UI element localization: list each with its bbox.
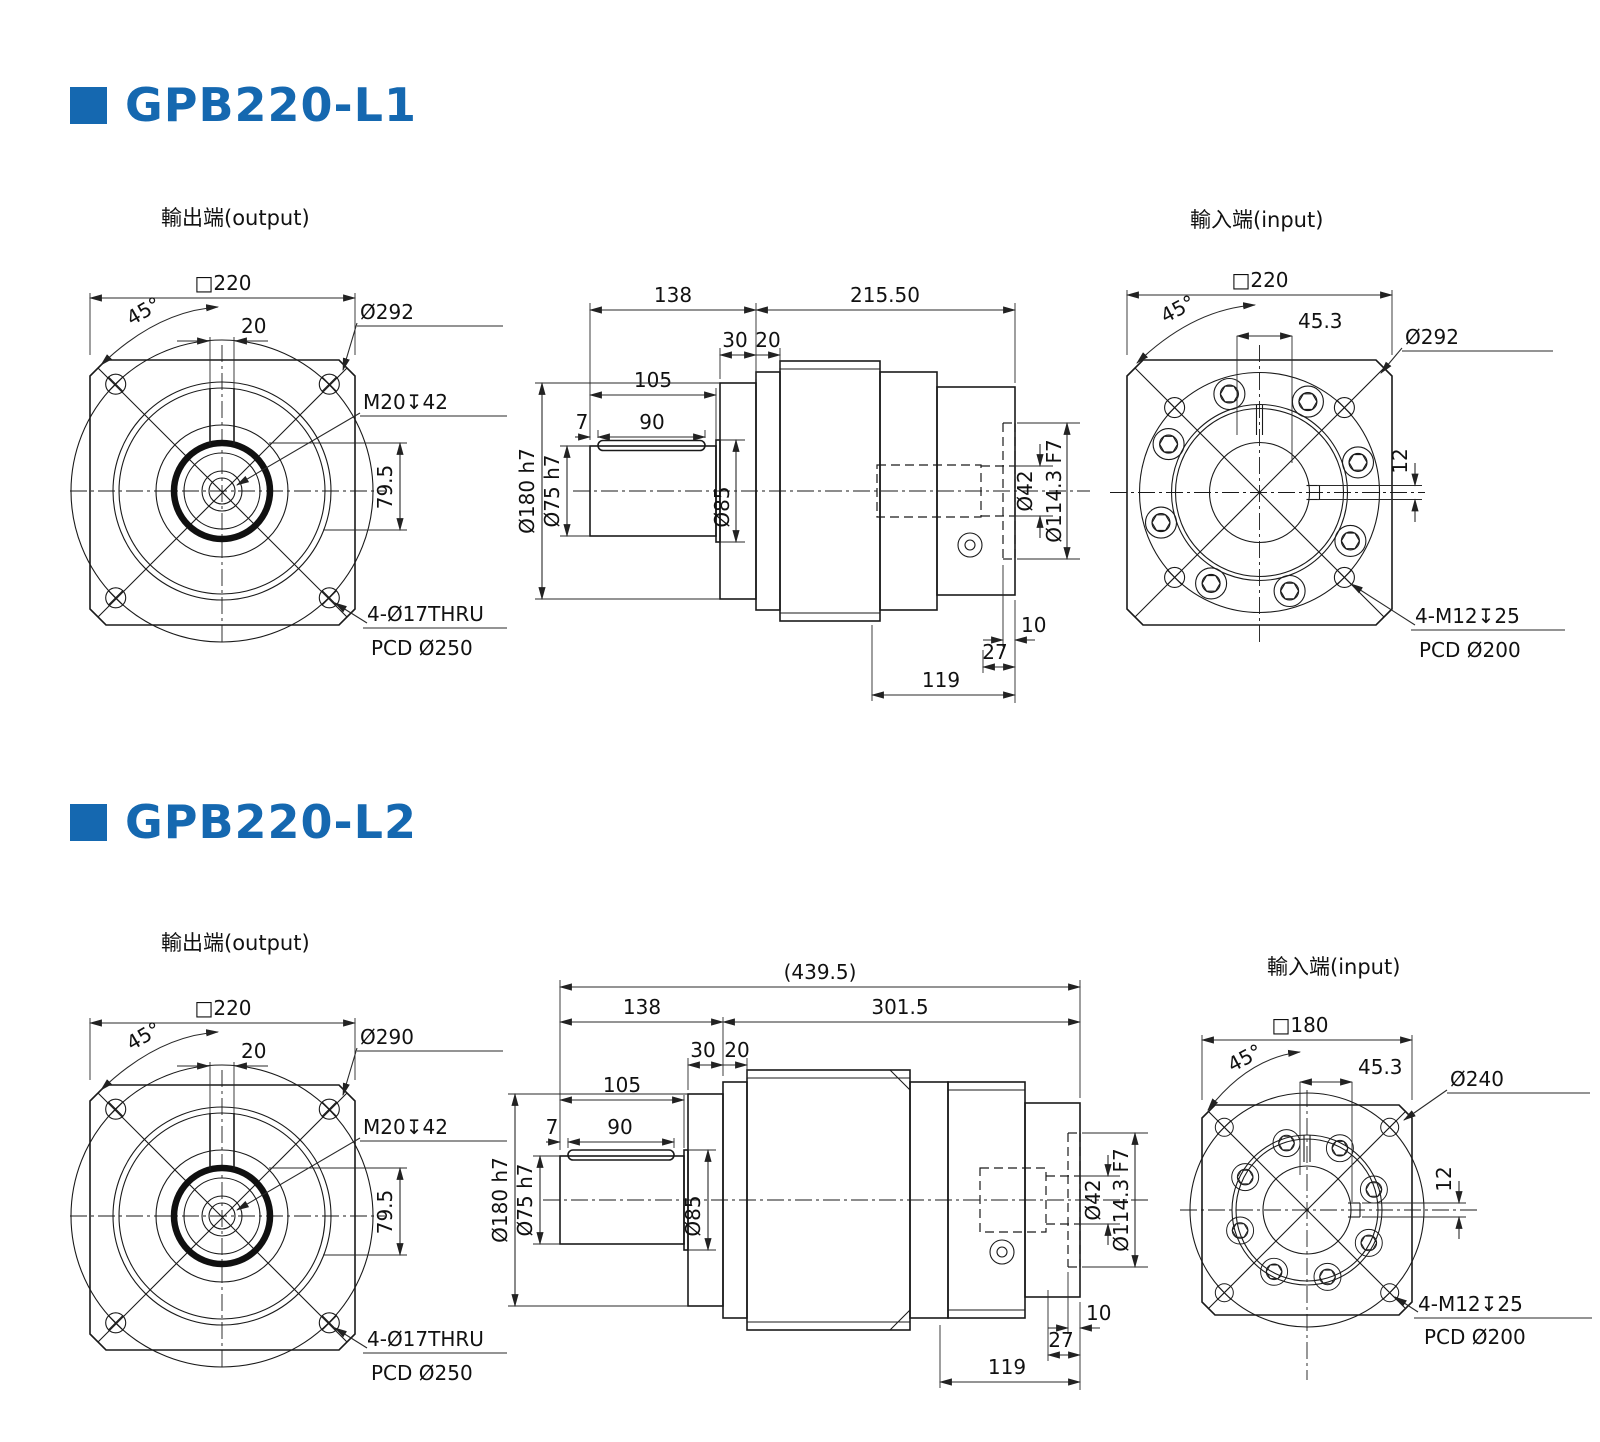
tap-hole-icon <box>1164 397 1186 419</box>
dim-center-tap: M20↧42 <box>363 1115 448 1139</box>
dim-flange-dia: Ø292 <box>360 300 414 324</box>
dim-front-length: 138 <box>623 995 661 1019</box>
dim-flange-dia: Ø292 <box>1405 325 1459 349</box>
dim-front-length: 138 <box>654 283 692 307</box>
dim-shaft-dia: Ø75 h7 <box>540 455 564 528</box>
dim-square: □220 <box>194 271 251 295</box>
view-label-output: 輸出端(output) <box>161 931 310 955</box>
view-label-output: 輸出端(output) <box>161 206 310 230</box>
dim-pcd: PCD Ø200 <box>1424 1325 1526 1349</box>
tap-hole-icon <box>1214 1283 1234 1303</box>
dim-key-offset: 7 <box>576 410 589 434</box>
tap-hole-icon <box>1164 566 1186 588</box>
dim-27: 27 <box>982 640 1007 664</box>
cap-screw-icon <box>1272 1129 1301 1158</box>
dim-center-tap: M20↧42 <box>363 390 448 414</box>
dim-overall-length: (439.5) <box>784 960 857 984</box>
dim-flange-dia: Ø290 <box>360 1025 414 1049</box>
dim-height: 79.5 <box>373 1190 397 1235</box>
dim-pcd: PCD Ø250 <box>371 1361 473 1385</box>
dim-key-height: 12 <box>1388 448 1412 473</box>
view-label-input: 輸入端(input) <box>1267 955 1400 979</box>
l1-input-view: 輸入端(input) □220 45° <box>1110 208 1565 662</box>
dim-keyway-width: 20 <box>241 1039 266 1063</box>
dim-spigot-dia: Ø114.3 F7 <box>1042 439 1066 543</box>
dim-key-offset: 7 <box>546 1115 559 1139</box>
dim-10: 10 <box>1086 1301 1111 1325</box>
side-bolt-icon <box>957 532 983 558</box>
cap-screw-icon <box>1195 567 1228 600</box>
dim-keyway-width: 20 <box>241 314 266 338</box>
dim-bore-dia: Ø42 <box>1081 1179 1105 1220</box>
bolt-hole-icon <box>105 373 127 395</box>
cap-screw-icon <box>1144 506 1178 539</box>
dim-pilot-dia: Ø180 h7 <box>488 1157 512 1243</box>
dim-square: □220 <box>1231 268 1288 292</box>
dim-30: 30 <box>690 1038 715 1062</box>
tap-hole-icon <box>1380 1283 1400 1303</box>
dim-hub-dia: Ø85 <box>710 486 734 527</box>
tap-hole-icon <box>1380 1117 1400 1137</box>
dim-flange-dia: Ø240 <box>1450 1067 1504 1091</box>
dim-shaft-length: 105 <box>634 368 672 392</box>
cap-screw-icon <box>1313 1262 1342 1291</box>
l2-input-view: 輸入端(input) □180 45° <box>1180 955 1592 1380</box>
l2-side-view: (439.5) 138 301.5 30 20 105 7 90 Ø180 h7… <box>488 960 1152 1390</box>
page-title: GPB220-L2 <box>125 795 417 849</box>
cap-screw-icon <box>1152 428 1185 461</box>
dim-bolt-holes: 4-M12↧25 <box>1415 604 1520 628</box>
dim-offset: 45.3 <box>1358 1055 1403 1079</box>
dim-body-length: 301.5 <box>871 995 928 1019</box>
tap-hole-icon <box>1214 1117 1234 1137</box>
dim-shaft-length: 105 <box>603 1073 641 1097</box>
l1-side-view: 138 215.50 30 20 105 7 90 Ø180 h7 Ø75 h7… <box>515 283 1090 703</box>
dim-key-length: 90 <box>607 1115 632 1139</box>
section-title-l2: GPB220-L2 <box>70 795 417 849</box>
dim-119: 119 <box>988 1355 1026 1379</box>
bolt-hole-icon <box>105 587 127 609</box>
dim-20: 20 <box>724 1038 749 1062</box>
bolt-hole-icon <box>318 587 340 609</box>
dim-bolt-holes: 4-Ø17THRU <box>367 1327 484 1351</box>
cap-screw-icon <box>1226 1216 1255 1245</box>
cap-screw-icon <box>1334 524 1367 557</box>
cap-screw-icon <box>1359 1175 1388 1204</box>
dim-pcd: PCD Ø250 <box>371 636 473 660</box>
view-label-input: 輸入端(input) <box>1190 208 1323 232</box>
dim-30: 30 <box>722 328 747 352</box>
cap-screw-icon <box>1341 446 1375 479</box>
dim-bolt-holes: 4-M12↧25 <box>1418 1292 1523 1316</box>
dim-shaft-dia: Ø75 h7 <box>513 1164 537 1237</box>
dim-spigot-dia: Ø114.3 F7 <box>1109 1148 1133 1252</box>
dim-pilot-dia: Ø180 h7 <box>515 448 539 534</box>
tap-hole-icon <box>1333 397 1355 419</box>
l2-output-view: 輸出端(output) □220 45° 20 Ø290 M20↧42 79.5… <box>55 931 507 1385</box>
dim-square: □180 <box>1271 1013 1328 1037</box>
cap-screw-icon <box>1213 377 1246 411</box>
section-title-l1: GPB220-L1 <box>70 78 417 132</box>
dim-key-length: 90 <box>639 410 664 434</box>
dim-pcd: PCD Ø200 <box>1419 638 1521 662</box>
dim-body-length: 215.50 <box>850 283 920 307</box>
bolt-hole-icon <box>318 373 340 395</box>
title-bullet-square <box>70 86 107 124</box>
l1-output-view: 輸出端(output) □220 <box>70 206 507 660</box>
dim-square: □220 <box>194 996 251 1020</box>
cap-screw-icon <box>1273 574 1306 608</box>
dim-key-height: 12 <box>1432 1166 1456 1191</box>
title-bullet-square <box>70 803 107 841</box>
dim-119: 119 <box>922 668 960 692</box>
side-bolt-icon <box>989 1239 1015 1265</box>
dim-bolt-holes: 4-Ø17THRU <box>367 602 484 626</box>
dim-27: 27 <box>1048 1328 1073 1352</box>
cap-screw-icon <box>1291 385 1324 418</box>
dim-offset: 45.3 <box>1298 309 1343 333</box>
dim-bore-dia: Ø42 <box>1013 470 1037 511</box>
page-title: GPB220-L1 <box>125 78 417 132</box>
dim-height: 79.5 <box>373 465 397 510</box>
dim-angle: 45° <box>1223 1039 1266 1077</box>
dim-20: 20 <box>755 328 780 352</box>
dim-hub-dia: Ø85 <box>681 1195 705 1236</box>
dim-10: 10 <box>1021 613 1046 637</box>
